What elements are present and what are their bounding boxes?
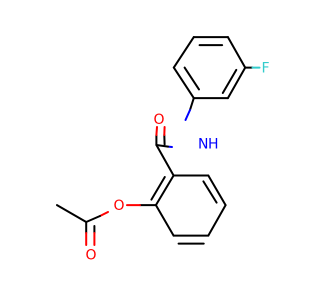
acetyl-methyl-bond xyxy=(56,204,88,223)
molecule-structure: O N H F O O xyxy=(56,36,270,264)
fluorine-label: F xyxy=(262,61,270,77)
acetyl-oxygen-label: O xyxy=(86,248,97,264)
fluorophenyl-ring xyxy=(172,36,247,100)
carbonyl-double-bond-o-half xyxy=(155,126,158,136)
carbonyl-oxygen-label: O xyxy=(154,112,165,128)
n-carbonyl-bond xyxy=(155,144,169,148)
aryl-n-bond xyxy=(189,97,195,111)
o-acetyl-bond xyxy=(85,215,101,223)
carbonyl-ring-bond xyxy=(155,144,175,177)
benzoyl-ring xyxy=(150,174,227,245)
amide-hydrogen-label: H xyxy=(208,137,219,153)
aryl-n-bond-n-half xyxy=(184,109,191,121)
o-acetyl-bond-o-half xyxy=(99,211,109,217)
amide-nitrogen-label: N xyxy=(198,137,208,153)
ester-oxygen-label: O xyxy=(114,198,125,214)
